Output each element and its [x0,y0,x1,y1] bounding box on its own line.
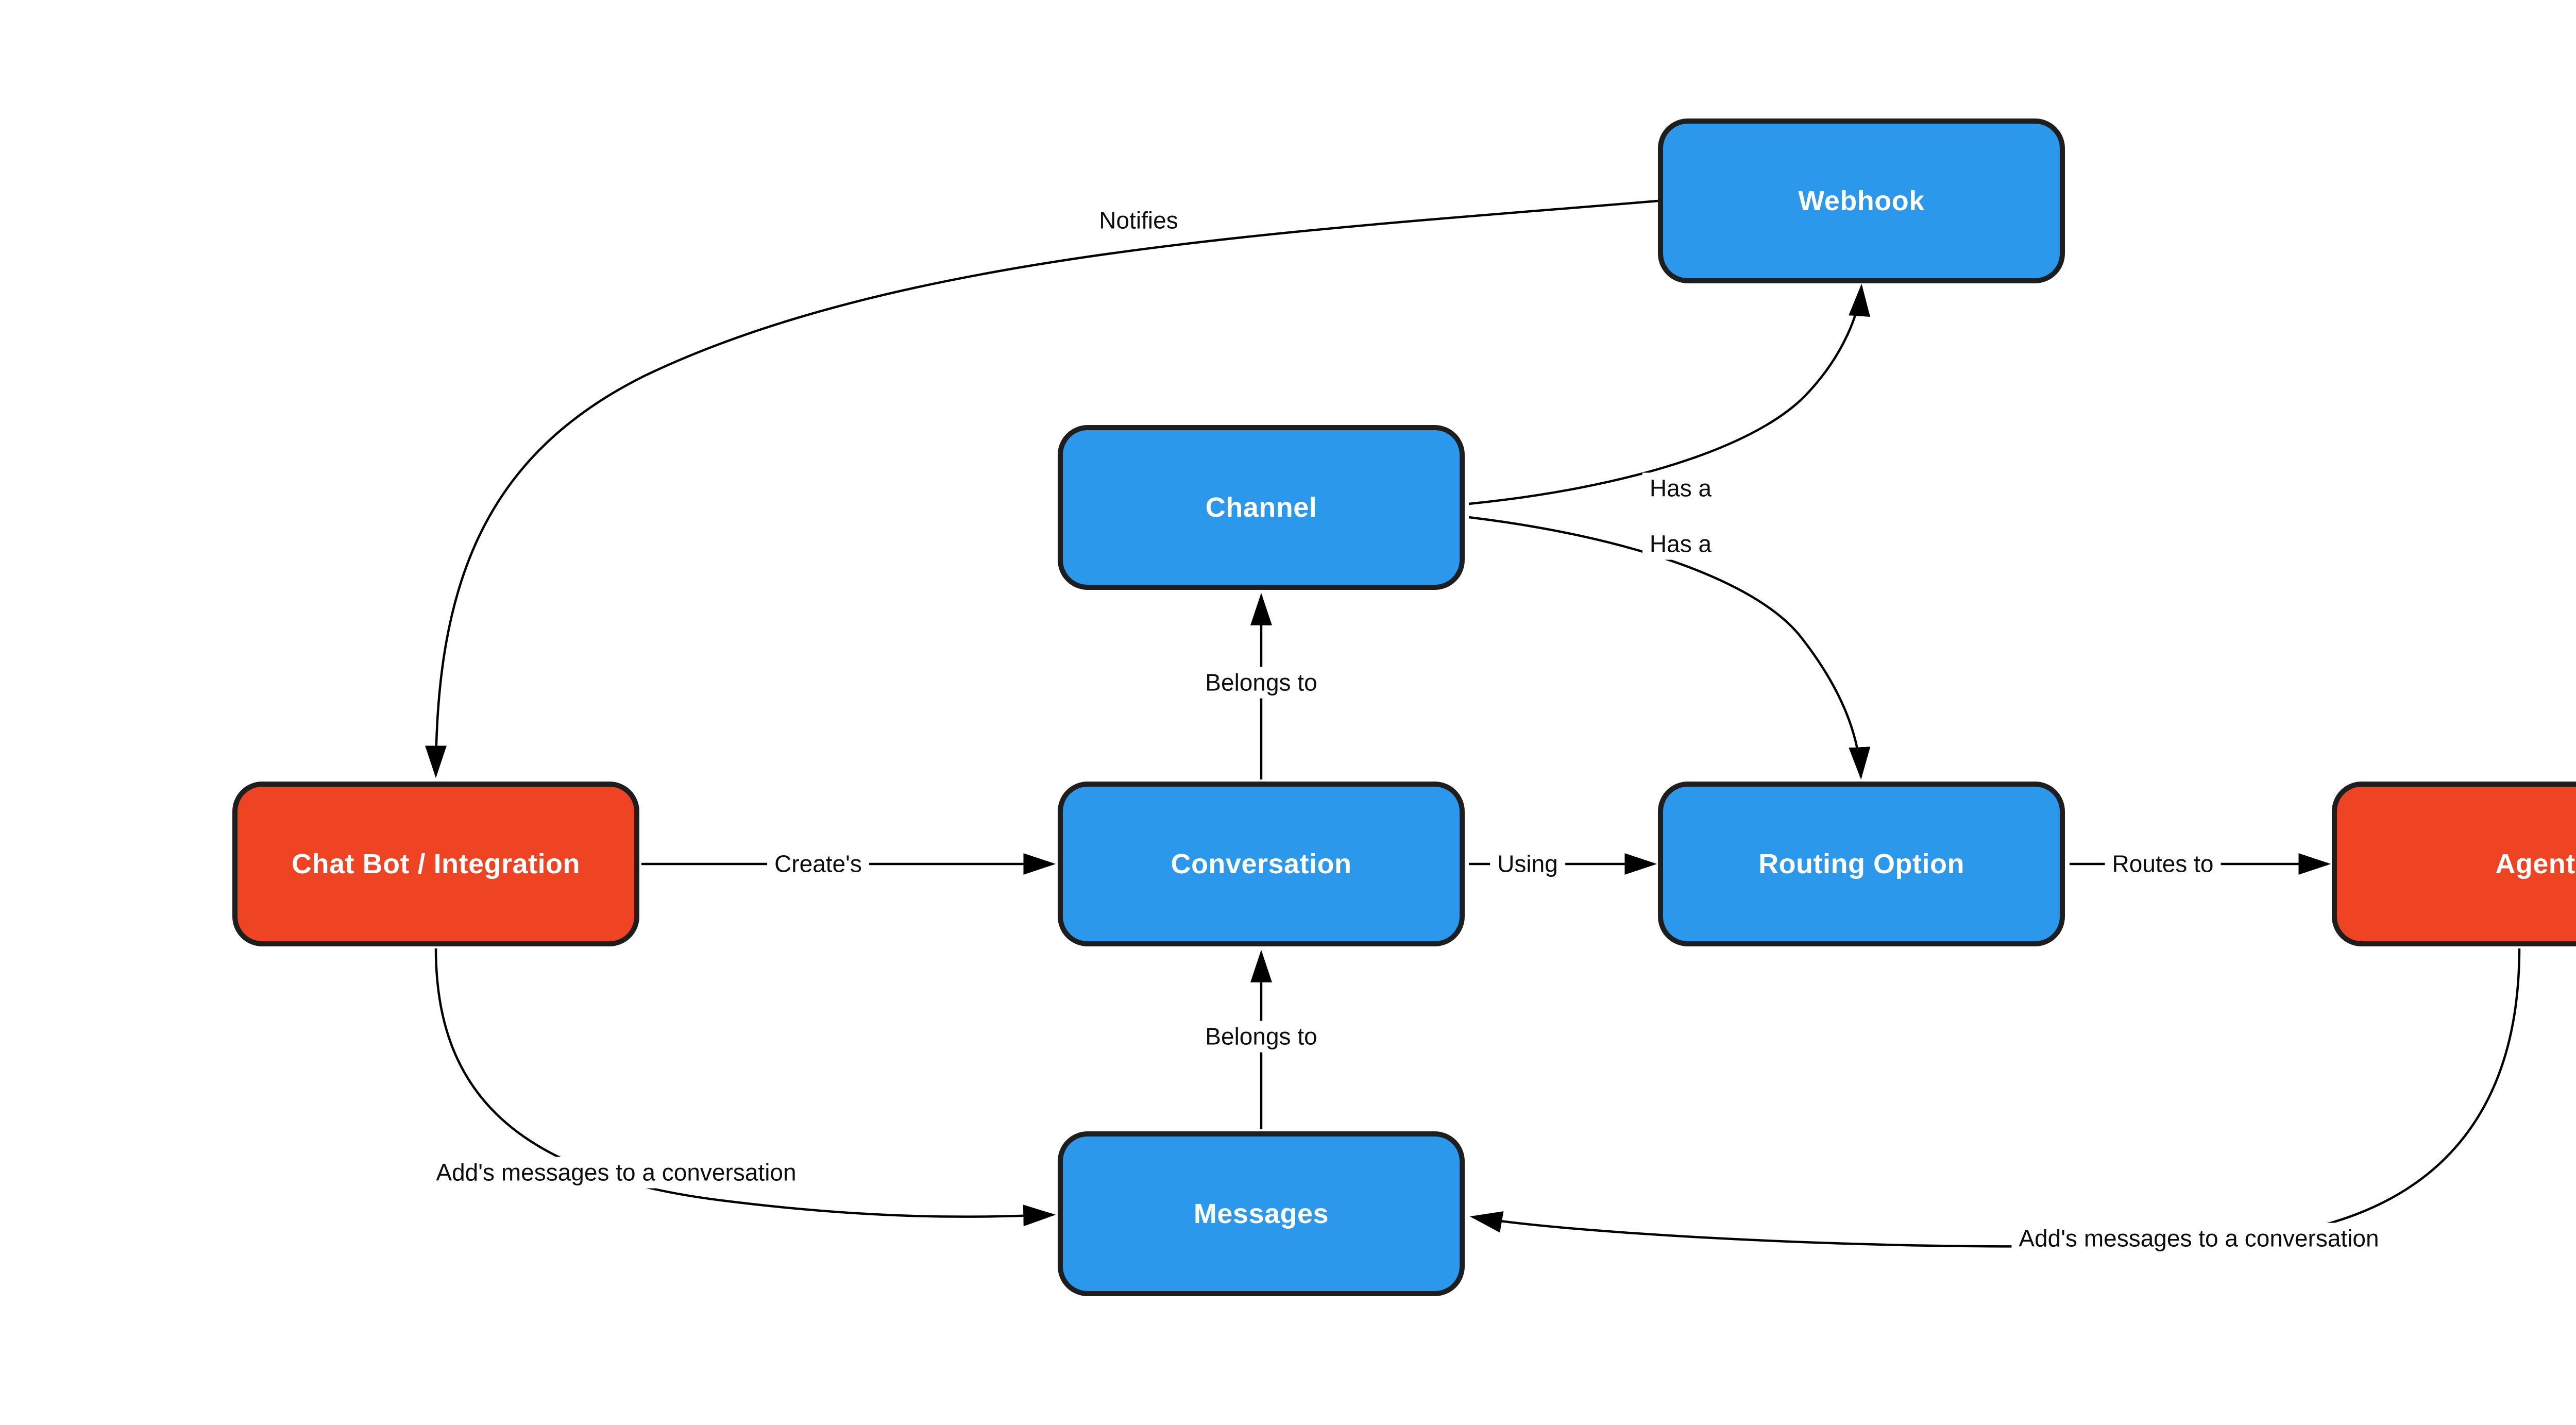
node-conversation[interactable]: Conversation [1058,782,1465,946]
edge-channel-has-a-routing-option[interactable] [1468,516,1871,780]
node-agent-label: Agent [2495,849,2575,879]
edge-label-adds-messages-right[interactable]: Add's messages to a conversation [2011,1223,2386,1254]
node-routing-option[interactable]: Routing Option [1658,782,2065,946]
edge-channel-has-a-webhook[interactable] [1468,283,1870,505]
node-webhook-label: Webhook [1798,185,1925,216]
node-messages-label: Messages [1193,1198,1329,1229]
edge-label-notifies[interactable]: Notifies [1092,205,1185,236]
edge-label-adds-messages-left[interactable]: Add's messages to a conversation [429,1157,804,1189]
edge-chatbot-adds-messages[interactable] [434,948,1056,1227]
node-conversation-label: Conversation [1171,849,1352,879]
edge-label-using[interactable]: Using [1490,848,1565,880]
edge-label-has-a-routing-option[interactable]: Has a [1642,528,1719,560]
node-messages[interactable]: Messages [1058,1131,1465,1296]
edge-label-belongs-to-conversation[interactable]: Belongs to [1198,1021,1325,1053]
node-webhook[interactable]: Webhook [1658,118,2065,283]
node-chat-bot-integration[interactable]: Chat Bot / Integration [232,782,639,946]
edge-label-routes-to[interactable]: Routes to [2105,848,2221,880]
edge-agent-adds-messages[interactable] [1469,948,2521,1248]
edge-label-creates[interactable]: Create's [767,848,869,880]
node-agent[interactable]: Agent [2332,782,2576,946]
edge-webhook-notifies-chatbot[interactable] [425,199,1658,778]
node-chat-bot-integration-label: Chat Bot / Integration [292,849,580,879]
edge-label-has-a-webhook[interactable]: Has a [1642,472,1719,504]
node-routing-option-label: Routing Option [1758,849,1964,879]
node-channel[interactable]: Channel [1058,425,1465,590]
edge-label-belongs-to-channel[interactable]: Belongs to [1198,667,1325,699]
node-channel-label: Channel [1205,492,1317,523]
